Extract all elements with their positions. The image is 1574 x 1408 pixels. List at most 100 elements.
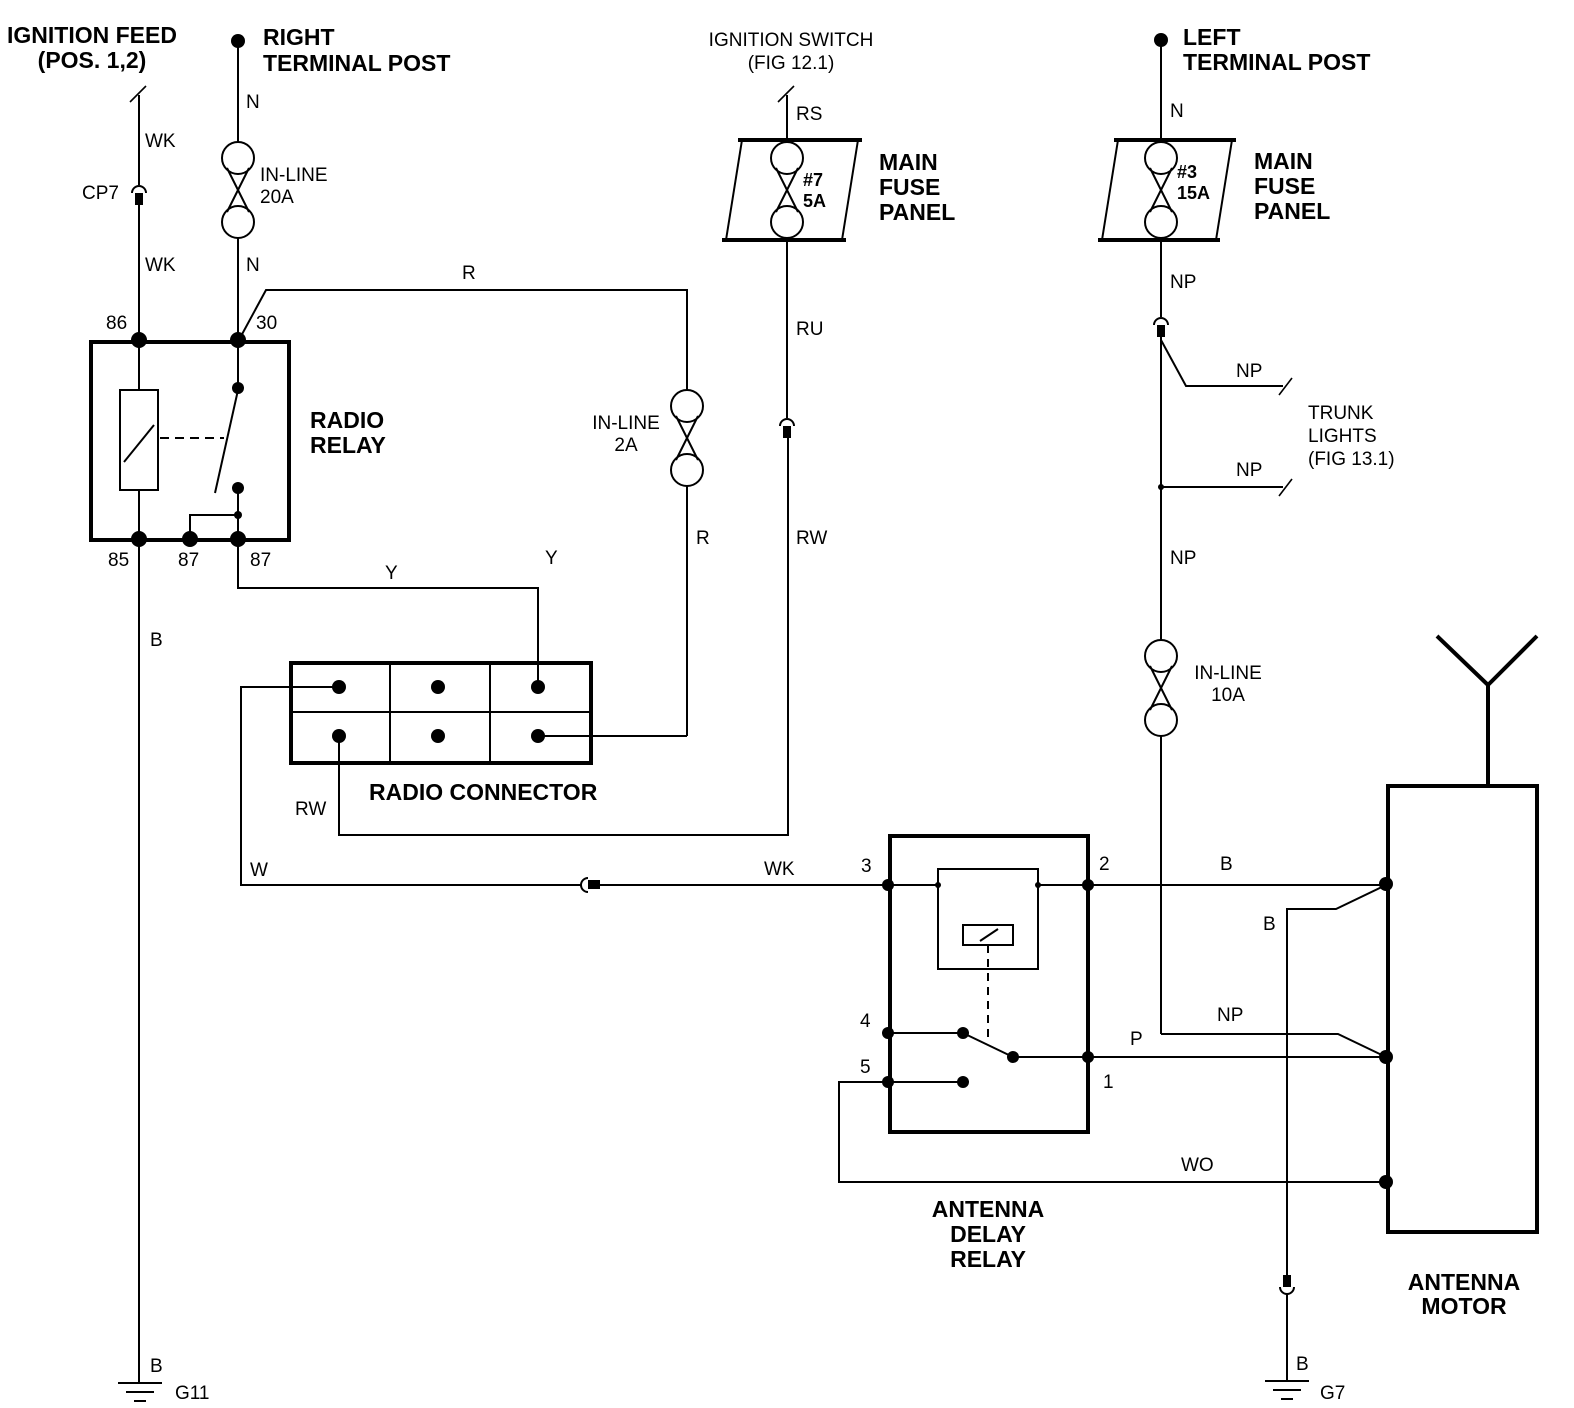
delay-pin-1: 1: [1103, 1072, 1114, 1093]
wire-rw: [338, 438, 789, 836]
fuse-7-label: #7 5A: [803, 170, 826, 211]
ignition-feed-wire: [129, 85, 147, 340]
svg-text:MAIN: MAIN: [1254, 148, 1313, 174]
svg-text:B: B: [1263, 914, 1276, 935]
svg-text:FUSE: FUSE: [879, 174, 940, 200]
right-terminal-post-label: RIGHT TERMINAL POST: [263, 24, 450, 76]
svg-text:PANEL: PANEL: [1254, 198, 1330, 224]
main-fuse-panel-2-icon: [1098, 138, 1236, 242]
inline-20a-fuse-label: IN-LINE 20A: [260, 165, 328, 208]
ground-g11-label: G11: [175, 1383, 210, 1404]
pin-87-b: 87: [250, 550, 271, 571]
svg-text:WK: WK: [764, 859, 795, 880]
inline-10a-fuse-label: IN-LINE 10A: [1194, 663, 1262, 706]
main-fuse-panel-label-2: MAIN FUSE PANEL: [1254, 148, 1330, 224]
svg-text:MOTOR: MOTOR: [1421, 1293, 1507, 1319]
svg-text:RW: RW: [796, 528, 827, 549]
svg-text:B: B: [150, 1356, 163, 1377]
antenna-delay-relay-label: ANTENNA DELAY RELAY: [932, 1196, 1044, 1272]
svg-text:W: W: [250, 860, 268, 881]
radio-connector: [289, 661, 593, 765]
svg-text:B: B: [1296, 1354, 1309, 1375]
svg-text:DELAY: DELAY: [950, 1221, 1026, 1247]
wire-b-ground-right: [1279, 884, 1387, 1380]
svg-text:N: N: [246, 92, 260, 113]
svg-text:LEFT: LEFT: [1183, 24, 1241, 50]
pin-30: 30: [256, 313, 277, 334]
main-fuse-panel-1-icon: [722, 138, 862, 242]
svg-text:NP: NP: [1236, 361, 1262, 382]
svg-text:WK: WK: [145, 131, 176, 152]
svg-text:R: R: [462, 263, 476, 284]
ignition-feed-label: IGNITION FEED (POS. 1,2): [7, 22, 177, 73]
svg-text:PANEL: PANEL: [879, 199, 955, 225]
svg-text:TERMINAL POST: TERMINAL POST: [1183, 49, 1370, 75]
svg-text:10A: 10A: [1211, 685, 1245, 706]
svg-text:Y: Y: [385, 563, 398, 584]
antenna-icon: [1435, 634, 1539, 786]
svg-text:RU: RU: [796, 319, 823, 340]
svg-text:RS: RS: [796, 104, 822, 125]
pin-87-a: 87: [178, 550, 199, 571]
svg-text:WK: WK: [145, 255, 176, 276]
svg-text:IGNITION FEED: IGNITION FEED: [7, 22, 177, 48]
main-fuse-panel-label-1: MAIN FUSE PANEL: [879, 149, 955, 225]
ground-g7-label: G7: [1320, 1383, 1345, 1404]
svg-text:#7: #7: [803, 170, 823, 190]
svg-text:NP: NP: [1170, 548, 1196, 569]
inline-20a-fuse-icon: [221, 141, 255, 239]
svg-text:N: N: [246, 255, 260, 276]
antenna-motor-terminals: [1379, 877, 1393, 1189]
svg-text:TRUNK: TRUNK: [1308, 403, 1374, 424]
fuse-3-label: #3 15A: [1177, 162, 1210, 203]
svg-text:(FIG 12.1): (FIG 12.1): [748, 53, 835, 74]
svg-text:IGNITION SWITCH: IGNITION SWITCH: [709, 30, 874, 51]
svg-text:IN-LINE: IN-LINE: [592, 413, 660, 434]
delay-pin-4: 4: [860, 1011, 871, 1032]
svg-text:#3: #3: [1177, 162, 1197, 182]
svg-text:2A: 2A: [614, 435, 638, 456]
antenna-motor-label: ANTENNA MOTOR: [1408, 1269, 1520, 1319]
svg-text:ANTENNA: ANTENNA: [1408, 1269, 1520, 1295]
svg-text:P: P: [1130, 1029, 1143, 1050]
svg-text:RELAY: RELAY: [310, 432, 386, 458]
wire-r: [239, 289, 688, 737]
ground-g11-icon: [118, 1382, 162, 1402]
left-terminal-post-label: LEFT TERMINAL POST: [1183, 24, 1370, 75]
antenna-motor-box: [1386, 784, 1539, 1234]
pin-86: 86: [106, 313, 127, 334]
svg-text:LIGHTS: LIGHTS: [1308, 426, 1377, 447]
ignition-switch-label: IGNITION SWITCH (FIG 12.1): [709, 30, 874, 74]
svg-text:B: B: [150, 630, 163, 651]
svg-text:N: N: [1170, 101, 1184, 122]
wire-w-wk: [240, 686, 890, 893]
radio-connector-label: RADIO CONNECTOR: [369, 779, 598, 805]
svg-text:B: B: [1220, 854, 1233, 875]
svg-text:NP: NP: [1170, 272, 1196, 293]
svg-text:RW: RW: [295, 799, 326, 820]
svg-text:20A: 20A: [260, 187, 294, 208]
radio-relay-internals: [119, 340, 244, 540]
ground-g7-icon: [1265, 1380, 1309, 1400]
svg-text:TERMINAL POST: TERMINAL POST: [263, 50, 450, 76]
radio-relay-label: RADIO RELAY: [310, 407, 386, 458]
svg-text:NP: NP: [1236, 460, 1262, 481]
pin-85: 85: [108, 550, 129, 571]
svg-text:RIGHT: RIGHT: [263, 24, 335, 50]
svg-text:IN-LINE: IN-LINE: [260, 165, 328, 186]
delay-pin-3: 3: [861, 856, 872, 877]
wire-wo: [838, 1081, 1386, 1183]
antenna-delay-relay-box: [888, 834, 1090, 1134]
svg-text:(FIG 13.1): (FIG 13.1): [1308, 449, 1395, 470]
inline-10a-fuse-icon: [1144, 639, 1178, 737]
svg-text:RADIO: RADIO: [310, 407, 384, 433]
wire-y: [237, 540, 539, 687]
connector-cp7-label: CP7: [82, 183, 119, 204]
wire-labels: WK WK N N R R RS RU RW Y Y B B RW W WK N…: [145, 92, 1309, 1377]
svg-text:(POS. 1,2): (POS. 1,2): [38, 47, 147, 73]
radio-relay-terminals: [131, 332, 246, 547]
svg-text:IN-LINE: IN-LINE: [1194, 663, 1262, 684]
delay-pin-5: 5: [860, 1057, 871, 1078]
svg-text:FUSE: FUSE: [1254, 173, 1315, 199]
